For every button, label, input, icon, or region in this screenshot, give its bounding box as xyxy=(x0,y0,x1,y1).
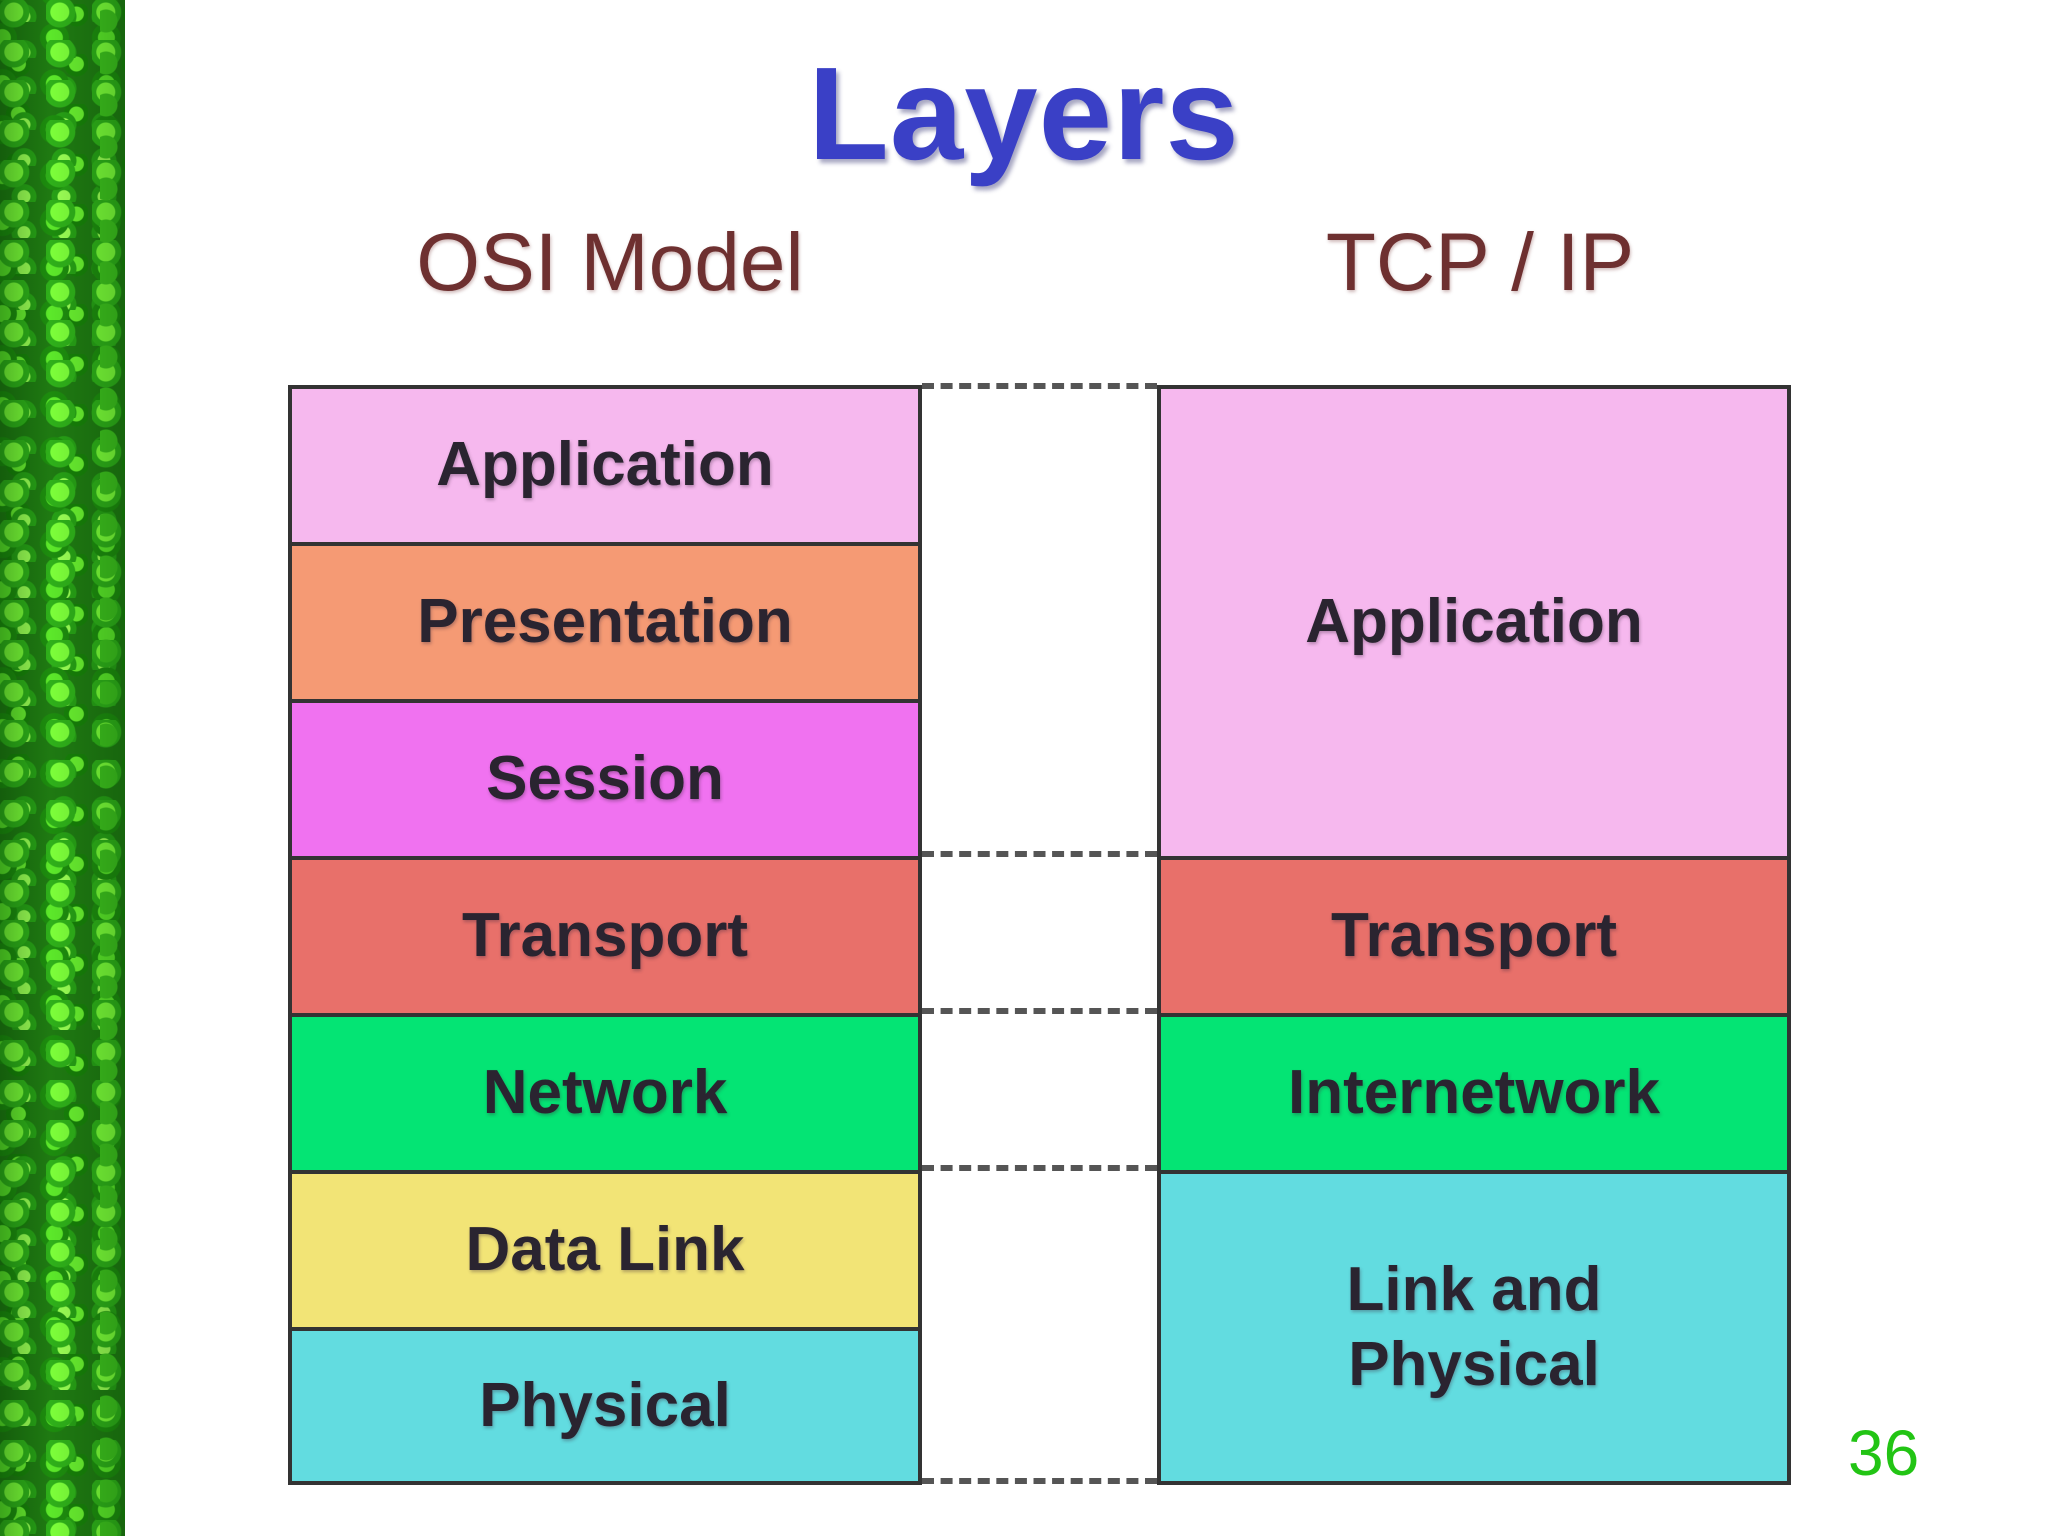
tcp-layer-label: Internetwork xyxy=(1287,1058,1661,1128)
osi-layer-presentation: Presentation xyxy=(292,546,918,703)
tcp-layer-label: Application xyxy=(1305,587,1643,657)
osi-layer-label: Application xyxy=(436,430,774,500)
tcp-layer-label: Transport xyxy=(1331,901,1617,971)
osi-layer-transport: Transport xyxy=(292,860,918,1017)
tcp-layer-link-and-physical: Link and Physical xyxy=(1161,1174,1787,1481)
osi-layer-label: Session xyxy=(486,744,724,814)
dashed-connector-transport-network xyxy=(922,1008,1157,1014)
vine-edge-decoration xyxy=(100,0,130,1536)
osi-layer-label: Data Link xyxy=(465,1215,745,1285)
tcp-ip-heading: TCP / IP xyxy=(1325,217,1635,308)
tcp-layer-label: Link and Physical xyxy=(1346,1255,1602,1399)
tcp-layer-application: Application xyxy=(1161,389,1787,860)
osi-layer-label: Physical xyxy=(479,1370,731,1440)
osi-layer-data-link: Data Link xyxy=(292,1174,918,1331)
dashed-connector-top xyxy=(922,383,1157,389)
tcp-layer-transport: Transport xyxy=(1161,860,1787,1017)
tcp-ip-layer-stack: Application Transport Internetwork Link … xyxy=(1157,385,1791,1485)
osi-layer-physical: Physical xyxy=(292,1331,918,1481)
osi-layer-network: Network xyxy=(292,1017,918,1174)
dashed-connector-network-link xyxy=(922,1165,1157,1171)
tcp-layer-internetwork: Internetwork xyxy=(1161,1017,1787,1174)
page-number: 36 xyxy=(1848,1417,1920,1489)
dashed-connector-application-transport xyxy=(922,851,1157,857)
osi-layer-application: Application xyxy=(292,389,918,546)
osi-layer-label: Transport xyxy=(462,901,748,971)
osi-layer-stack: Application Presentation Session Transpo… xyxy=(288,385,922,1485)
osi-layer-label: Presentation xyxy=(417,587,793,657)
osi-layer-session: Session xyxy=(292,703,918,860)
osi-model-heading: OSI Model xyxy=(416,217,804,308)
vine-shade-decoration xyxy=(0,0,125,1536)
osi-layer-label: Network xyxy=(482,1058,728,1128)
slide-title: Layers xyxy=(808,40,1240,187)
dashed-connector-bottom xyxy=(922,1478,1157,1484)
